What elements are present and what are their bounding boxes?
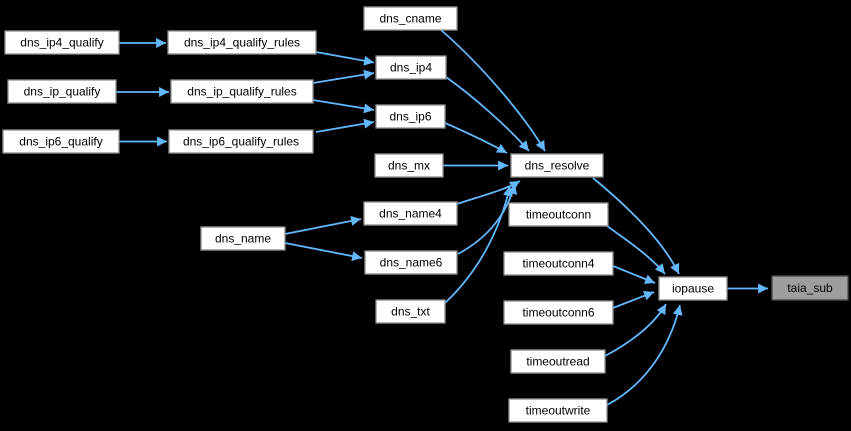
node-dns_name6[interactable]: dns_name6 <box>364 250 458 275</box>
edge-timeoutconn-to-iopause <box>606 225 666 275</box>
node-label: timeoutconn <box>526 208 591 222</box>
node-label: dns_ip4_qualify <box>20 36 103 50</box>
edge-timeoutconn4-to-iopause <box>612 265 656 284</box>
edge-dns_name-to-dns_name4 <box>284 216 362 235</box>
node-label: dns_resolve <box>525 159 590 173</box>
edge-timeoutread-to-iopause <box>604 303 667 357</box>
node-dns_ip6_qualify[interactable]: dns_ip6_qualify <box>2 129 120 154</box>
node-box <box>375 104 446 129</box>
node-box <box>168 129 314 154</box>
node-label: dns_ip_qualify <box>24 85 101 99</box>
node-timeoutconn6[interactable]: timeoutconn6 <box>503 300 614 325</box>
node-timeoutconn4[interactable]: timeoutconn4 <box>503 251 614 276</box>
edge-dns_ip_qualify_rules-to-dns_ip4 <box>312 69 375 84</box>
node-label: taia_sub <box>787 281 833 295</box>
node-box <box>200 226 286 251</box>
node-box <box>510 153 604 178</box>
node-box <box>375 299 446 324</box>
edge-dns_ip6-to-dns_resolve <box>444 122 508 154</box>
node-box <box>170 79 314 104</box>
node-label: dns_ip6_qualify <box>19 135 102 149</box>
node-dns_ip_qualify[interactable]: dns_ip_qualify <box>7 79 117 104</box>
node-label: dns_mx <box>388 159 430 173</box>
node-taia_sub: taia_sub <box>771 275 849 301</box>
node-label: dns_ip4_qualify_rules <box>184 36 300 50</box>
edge-dns_ip_qualify_rules-to-dns_ip6 <box>312 99 375 114</box>
edge-dns_name4-to-dns_resolve <box>456 180 521 205</box>
node-label: dns_name <box>215 232 271 246</box>
node-label: timeoutconn4 <box>522 257 594 271</box>
node-timeoutwrite[interactable]: timeoutwrite <box>508 398 608 423</box>
edge-dns_txt-to-dns_resolve <box>444 185 513 304</box>
node-box <box>503 300 614 325</box>
node-box <box>771 275 849 301</box>
node-box <box>364 250 458 275</box>
node-label: dns_cname <box>379 12 441 26</box>
edge-timeoutconn6-to-iopause <box>612 290 655 309</box>
edge-dns_ip4-to-dns_resolve <box>445 76 530 152</box>
node-label: timeoutconn6 <box>522 306 594 320</box>
edge-dns_ip4_qualify_rules-to-dns_ip4 <box>315 51 375 66</box>
node-dns_txt[interactable]: dns_txt <box>375 299 446 324</box>
edges-layer <box>116 29 768 406</box>
node-box <box>503 251 614 276</box>
edge-dns_resolve-to-iopause <box>592 177 680 275</box>
node-dns_ip4_qualify_rules[interactable]: dns_ip4_qualify_rules <box>167 30 317 55</box>
node-label: dns_name6 <box>380 256 443 270</box>
node-dns_ip6[interactable]: dns_ip6 <box>375 104 446 129</box>
node-timeoutconn[interactable]: timeoutconn <box>508 202 609 227</box>
node-dns_resolve[interactable]: dns_resolve <box>510 153 604 178</box>
node-dns_name4[interactable]: dns_name4 <box>363 201 458 226</box>
node-box <box>375 55 447 80</box>
node-box <box>510 349 606 374</box>
node-dns_ip6_qualify_rules[interactable]: dns_ip6_qualify_rules <box>168 129 314 154</box>
node-label: dns_name4 <box>379 207 442 221</box>
node-dns_mx[interactable]: dns_mx <box>374 153 444 178</box>
node-box <box>363 6 458 31</box>
node-label: dns_ip4 <box>390 61 432 75</box>
node-box <box>167 30 317 55</box>
node-box <box>374 153 444 178</box>
node-dns_cname[interactable]: dns_cname <box>363 6 458 31</box>
edge-dns_ip6_qualify_rules-to-dns_ip6 <box>315 118 375 133</box>
node-dns_ip4[interactable]: dns_ip4 <box>375 55 447 80</box>
node-box <box>508 202 609 227</box>
node-label: dns_ip6 <box>389 110 431 124</box>
edge-dns_name-to-dns_name6 <box>284 242 363 261</box>
node-box <box>4 30 120 55</box>
node-label: dns_ip_qualify_rules <box>187 85 296 99</box>
node-label: timeoutwrite <box>526 404 591 418</box>
node-box <box>7 79 117 104</box>
node-label: timeoutread <box>526 355 589 369</box>
node-box <box>508 398 608 423</box>
node-dns_ip4_qualify[interactable]: dns_ip4_qualify <box>4 30 120 55</box>
node-label: iopause <box>672 282 714 296</box>
node-iopause[interactable]: iopause <box>658 276 728 301</box>
node-label: dns_ip6_qualify_rules <box>183 135 299 149</box>
node-timeoutread[interactable]: timeoutread <box>510 349 606 374</box>
node-dns_name[interactable]: dns_name <box>200 226 286 251</box>
node-box <box>363 201 458 226</box>
node-dns_ip_qualify_rules[interactable]: dns_ip_qualify_rules <box>170 79 314 104</box>
edge-dns_cname-to-dns_resolve <box>440 29 546 152</box>
node-box <box>658 276 728 301</box>
edge-timeoutwrite-to-iopause <box>606 304 683 406</box>
node-label: dns_txt <box>391 305 430 319</box>
node-box <box>2 129 120 154</box>
